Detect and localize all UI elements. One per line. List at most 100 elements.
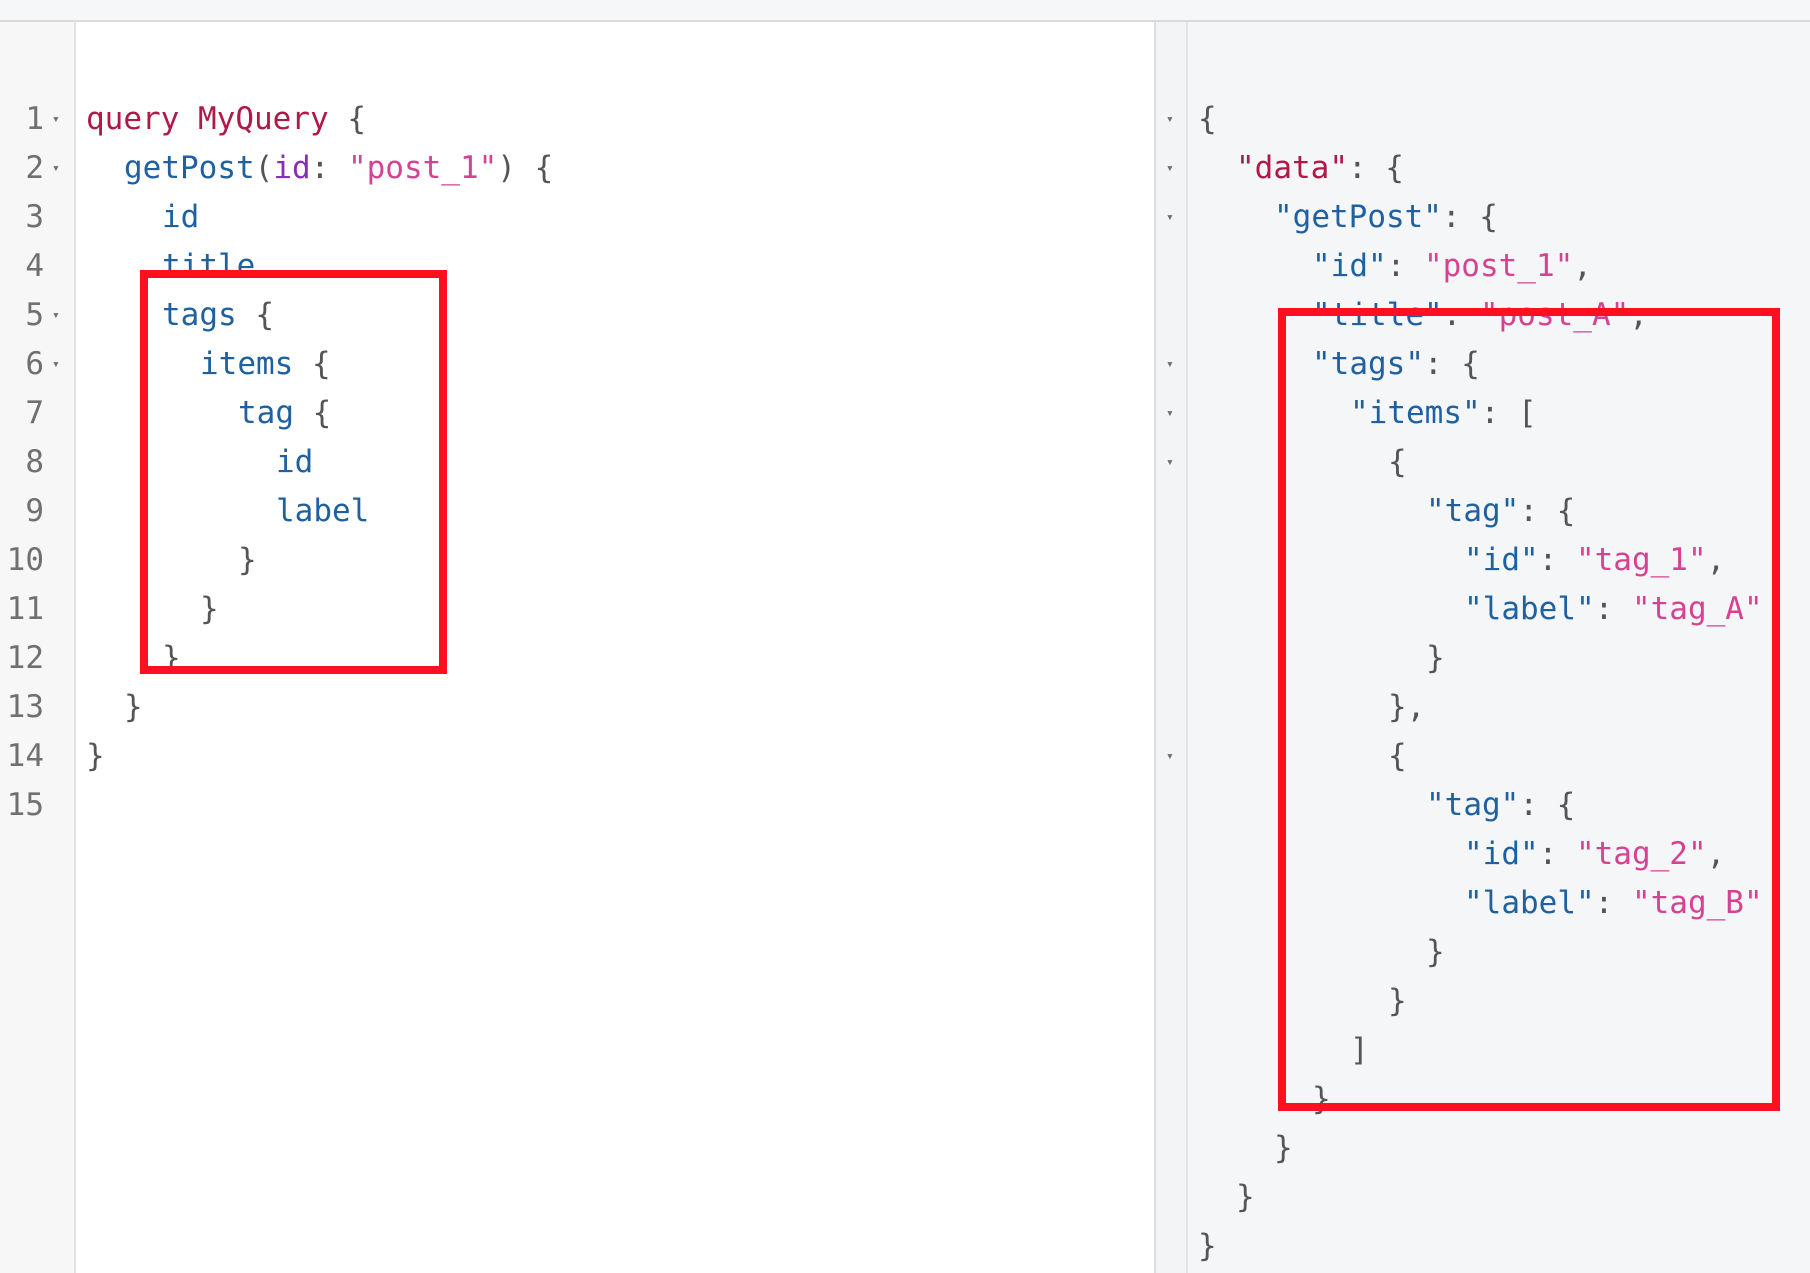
argument-token: id (273, 150, 311, 186)
code-line: "items": [ (1350, 389, 1537, 438)
code-line: ] (1350, 1026, 1369, 1075)
field-token: getPost (124, 150, 255, 186)
fold-arrow-icon[interactable]: ▾ (1166, 210, 1174, 225)
punctuation-token: : (1386, 248, 1424, 284)
fold-arrow-icon[interactable]: ▾ (52, 161, 60, 176)
code-line: "id": "post_1", (1312, 242, 1592, 291)
result-viewer: { "data": { "getPost": { "id": "post_1",… (1188, 22, 1810, 1273)
punctuation-token: } (162, 640, 181, 676)
punctuation-token: : { (1423, 346, 1480, 382)
punctuation-token: } (86, 738, 105, 774)
line-number: 7 (25, 395, 44, 431)
code-line: } (162, 634, 181, 683)
query-line-gutter: 1 2 3 4 5 6 7 8 9 10 11 12 13 14 15 ▾ ▾ … (0, 22, 76, 1273)
whitespace-token (179, 101, 198, 137)
fold-arrow-icon[interactable]: ▾ (1166, 455, 1174, 470)
line-number: 2 (25, 150, 44, 186)
json-key-token: "data" (1236, 150, 1348, 186)
json-key-token: "label" (1464, 591, 1595, 627)
punctuation-token: : { (1441, 199, 1498, 235)
json-key-token: "items" (1350, 395, 1481, 431)
json-string-token: "tag_A" (1631, 591, 1763, 627)
json-string-token: "tag_2" (1575, 836, 1707, 872)
punctuation-token: } (1388, 983, 1407, 1019)
line-number: 9 (25, 493, 44, 529)
code-line: } (124, 683, 143, 732)
punctuation-token: } (1312, 1081, 1331, 1117)
line-number: 12 (6, 640, 44, 676)
fold-arrow-icon[interactable]: ▾ (1166, 749, 1174, 764)
code-line: } (1198, 1222, 1217, 1271)
punctuation-token: } (124, 689, 143, 725)
code-line: "getPost": { (1274, 193, 1498, 242)
punctuation-token: } (200, 591, 219, 627)
code-line: { (1388, 732, 1407, 781)
line-number: 15 (6, 787, 44, 823)
code-line: tags { (162, 291, 274, 340)
punctuation-token: : (1442, 297, 1480, 333)
fold-arrow-icon[interactable]: ▾ (52, 308, 60, 323)
code-line: title (162, 242, 255, 291)
code-line: "label": "tag_A" (1464, 585, 1763, 634)
fold-arrow-icon[interactable]: ▾ (1166, 161, 1174, 176)
code-line: "tag": { (1426, 487, 1575, 536)
top-toolbar (0, 0, 1810, 22)
punctuation-token: : { (1347, 150, 1404, 186)
field-token: label (276, 493, 370, 529)
code-line: "tags": { (1312, 340, 1480, 389)
code-line: } (1426, 928, 1445, 977)
fold-arrow-icon[interactable]: ▾ (1166, 357, 1174, 372)
json-key-token: "id" (1464, 542, 1539, 578)
code-line: id (276, 438, 313, 487)
fold-arrow-icon[interactable]: ▾ (1166, 112, 1174, 127)
json-key-token: "label" (1464, 885, 1595, 921)
punctuation-token: { (1198, 101, 1217, 137)
string-token: "post_1" (347, 150, 498, 186)
punctuation-token: } (1426, 640, 1445, 676)
keyword-token: query (86, 101, 180, 137)
fold-arrow-icon[interactable]: ▾ (52, 357, 60, 372)
operation-name-token: MyQuery (198, 101, 329, 137)
json-key-token: "id" (1464, 836, 1539, 872)
punctuation-token: : (1594, 591, 1632, 627)
code-line: { (1388, 438, 1407, 487)
field-token: title (162, 248, 256, 284)
punctuation-token: : { (1519, 493, 1576, 529)
code-line: { (1198, 95, 1217, 144)
code-line: } (1312, 1075, 1331, 1124)
fold-arrow-icon[interactable]: ▾ (1166, 406, 1174, 421)
line-number: 3 (25, 199, 44, 235)
line-number: 8 (25, 444, 44, 480)
line-number: 6 (25, 346, 44, 382)
code-line: } (1274, 1124, 1293, 1173)
punctuation-token: } (1426, 934, 1445, 970)
code-line: } (1426, 634, 1445, 683)
code-line: } (1236, 1173, 1255, 1222)
json-string-token: "post_A" (1479, 297, 1630, 333)
json-string-token: "post_1" (1423, 248, 1574, 284)
line-number: 4 (25, 248, 44, 284)
code-line: "label": "tag_B" (1464, 879, 1763, 928)
query-editor[interactable]: query MyQuery { getPost(id: "post_1") { … (76, 22, 1154, 1273)
punctuation-token: } (238, 542, 257, 578)
punctuation-token: , (1706, 542, 1726, 578)
code-line: "tag": { (1426, 781, 1575, 830)
punctuation-token: { (1388, 738, 1407, 774)
punctuation-token: } (1274, 1130, 1293, 1166)
code-line: tag { (238, 389, 331, 438)
punctuation-token: : (1538, 542, 1576, 578)
json-key-token: "tag" (1426, 787, 1520, 823)
pane-divider[interactable] (1154, 22, 1156, 1273)
punctuation-token: { (293, 346, 331, 382)
punctuation-token: , (1629, 297, 1648, 333)
code-line: query MyQuery { (86, 95, 366, 144)
line-number: 13 (6, 689, 44, 725)
json-key-token: "title" (1312, 297, 1443, 333)
code-line: "title": "post_A", (1312, 291, 1648, 340)
fold-arrow-icon[interactable]: ▾ (52, 112, 60, 127)
code-line: id (162, 193, 199, 242)
punctuation-token: : (1594, 885, 1632, 921)
json-key-token: "tag" (1426, 493, 1520, 529)
field-token: tags (162, 297, 237, 333)
line-number: 14 (6, 738, 44, 774)
